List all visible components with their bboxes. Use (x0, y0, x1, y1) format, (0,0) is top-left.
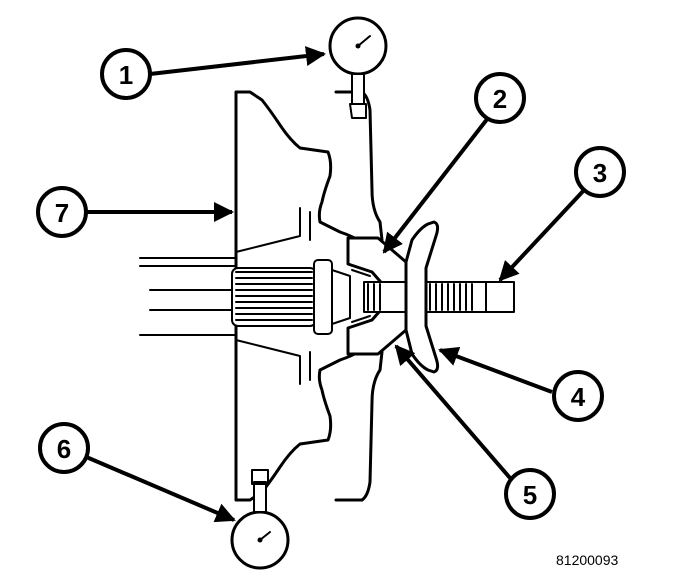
axle-shaft (139, 257, 239, 336)
callout-2-label: 2 (493, 84, 507, 114)
callout-3-label: 3 (593, 158, 607, 188)
callout-5-label: 5 (523, 480, 537, 510)
callout-1-label: 1 (119, 60, 133, 90)
threaded-rod (363, 281, 515, 313)
hub-stud (231, 259, 351, 335)
washer-plate (404, 220, 440, 374)
callout-6: 6 (38, 422, 90, 474)
callout-6-label: 6 (57, 434, 71, 464)
dial-indicator-top (328, 16, 388, 119)
leader-lines (83, 46, 588, 523)
callout-3: 3 (574, 146, 626, 198)
callout-1: 1 (100, 48, 152, 100)
dial-indicator-bottom (230, 469, 290, 570)
callout-7-label: 7 (55, 198, 69, 228)
callout-4-label: 4 (571, 382, 586, 412)
figure-id: 81200093 (556, 552, 619, 568)
callout-7: 7 (36, 186, 88, 238)
callout-4: 4 (552, 370, 604, 422)
callout-2: 2 (474, 72, 526, 124)
callout-5: 5 (504, 468, 556, 520)
